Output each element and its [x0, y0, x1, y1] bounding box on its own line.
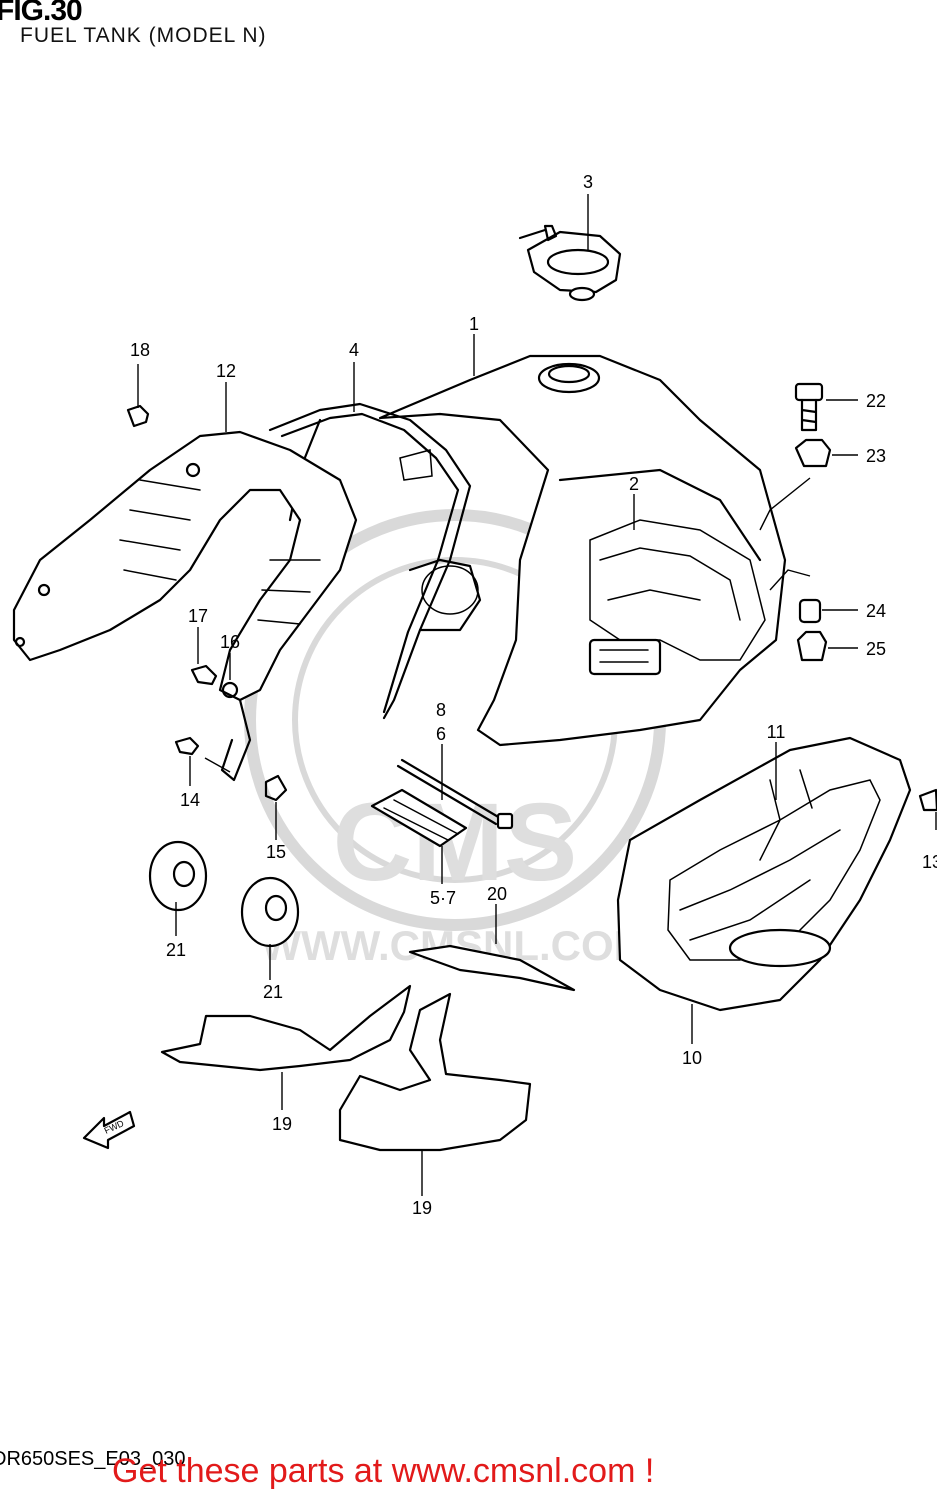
callout-5-7: 5·7 — [430, 888, 456, 908]
left-shroud — [12, 430, 358, 782]
callout-21-left: 21 — [166, 940, 186, 960]
callout-18: 19 — [272, 1114, 292, 1134]
figure-number: FIG.30 — [0, 0, 83, 27]
callout-16: 17 — [188, 606, 208, 626]
callout-1: 1 — [469, 314, 479, 334]
callout-2: 2 — [629, 474, 639, 494]
insulator-left — [160, 984, 412, 1072]
insulator-right — [338, 992, 532, 1152]
forward-arrow: FWD — [82, 1110, 136, 1150]
callout-4: 4 — [349, 340, 359, 360]
callout-11: 12 — [216, 361, 236, 381]
tie-and-pads — [370, 758, 514, 848]
diagram-code: DR650SES_E03_030 — [0, 1448, 186, 1470]
callout-21-right: 21 — [263, 982, 283, 1002]
watermark-brand: CMS — [333, 781, 577, 904]
callout-6: 6 — [436, 724, 446, 744]
callout-19: 19 — [412, 1198, 432, 1218]
fuel-cap — [518, 224, 622, 302]
right-shroud — [616, 736, 912, 1012]
callout-8: 8 — [436, 700, 446, 720]
callout-9: 10 — [682, 1048, 702, 1068]
callout-15: 16 — [220, 632, 240, 652]
callout-14: 15 — [266, 842, 286, 862]
leader-lines — [137, 194, 937, 1196]
callout-13: 14 — [180, 790, 200, 810]
hardware — [126, 382, 937, 948]
figure-subtitle: FUEL TANK (MODEL N) — [20, 24, 267, 47]
callout-24: 24 — [866, 601, 886, 621]
tape — [408, 944, 576, 992]
callout-20: 20 — [487, 884, 507, 904]
watermark: CMS WWW.CMSNL.COM — [244, 509, 666, 969]
fuel-tank — [378, 354, 787, 747]
callout-25: 25 — [866, 639, 886, 659]
callout-12: 13 — [922, 852, 937, 872]
callouts: 3 1 4 18 12 22 23 2 24 25 17 16 8 6 11 1… — [130, 172, 937, 1218]
callout-22: 22 — [866, 391, 886, 411]
callout-3: 3 — [583, 172, 593, 192]
cmsnl-link[interactable]: Get these parts at www.cmsnl.com ! — [112, 1452, 655, 1490]
callout-23: 23 — [866, 446, 886, 466]
callout-10: 11 — [767, 722, 786, 742]
callout-17: 18 — [130, 340, 150, 360]
